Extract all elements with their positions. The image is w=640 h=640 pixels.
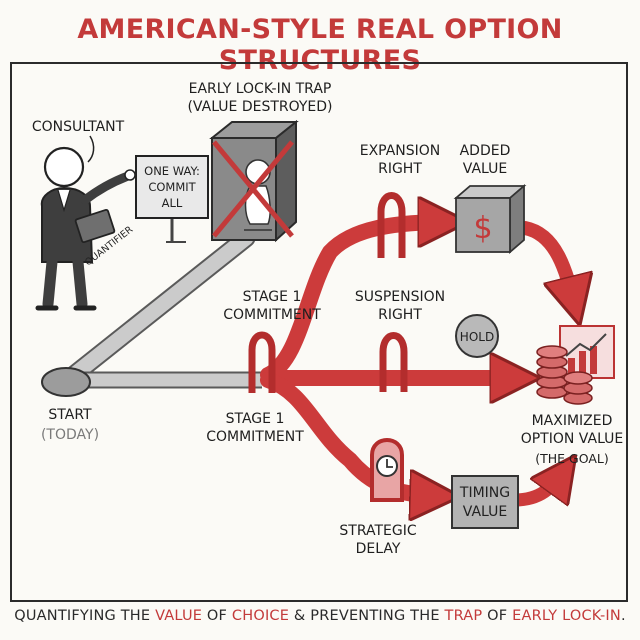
start-node [41,367,91,397]
start-label: START [48,407,92,423]
footer-text: OF [482,608,513,624]
expansion-label-1: EXPANSION [359,143,441,159]
page-title: AMERICAN-STYLE REAL OPTION STRUCTURES [77,14,563,76]
timing-value-label-2: VALUE [463,504,507,520]
arrow-added-to-goal [518,221,575,306]
footer-emphasis: TRAP [444,608,483,624]
stage1-top-label-1: STAGE 1 [242,289,302,305]
timing-value-box [451,475,519,529]
trap-cross-icon [212,140,294,238]
footer-text: QUANTIFYING THE [14,608,156,624]
trap-label-2: (VALUE DESTROYED) [187,99,333,115]
maximized-label-2: OPTION VALUE [520,431,624,447]
footer-caption: QUANTIFYING THE VALUE OF CHOICE & PREVEN… [0,608,640,624]
stage1-top-label-2: COMMITMENT [223,307,321,323]
footer-text: & PREVENTING THE [289,608,445,624]
footer-emphasis: VALUE [155,608,203,624]
timing-value-label-1: TIMING [459,485,510,501]
tablet-icon [74,208,116,244]
consultant-figure [35,146,136,311]
suspension-label-1: SUSPENSION [354,289,446,305]
footer-emphasis: EARLY LOCK-IN [512,608,621,624]
strategic-label-2: DELAY [355,541,401,557]
road-to-trap [60,228,256,388]
timer-gate-icon [370,438,404,502]
added-value-label-1: ADDED [459,143,511,159]
arrow-timing-to-goal [508,470,565,507]
expansion-label-2: RIGHT [378,161,422,177]
speech-tick [87,135,95,163]
goal-chart-icon [559,325,615,379]
stage1-bottom-label-1: STAGE 1 [225,411,285,427]
stage1-gate-icon [248,331,276,393]
sign-text-2: COMMIT [148,180,196,194]
expansion-gate-icon [377,192,406,258]
suspension-gate-icon [379,332,408,392]
dollar-sign: $ [473,211,492,246]
maximized-label-3: (THE GOAL) [535,451,609,466]
trap-label-1: EARLY LOCK-IN TRAP [188,81,332,97]
arrow-delay [260,372,440,496]
consultant-label: CONSULTANT [31,119,125,135]
strategic-label-1: STRATEGIC [339,523,417,539]
footer-text: . [620,608,626,624]
footer-emphasis: CHOICE [231,608,290,624]
maximized-label-1: MAXIMIZED [531,413,613,429]
hold-circle [455,314,499,358]
coin-stack-icon [536,345,593,405]
sign-text-3: ALL [162,196,183,210]
sign-text-1: ONE WAY: [144,164,200,178]
added-value-box-icon [453,184,527,254]
one-way-sign [135,155,209,243]
today-label: (TODAY) [40,427,100,443]
footer-text: OF [202,608,232,624]
added-value-label-2: VALUE [462,161,508,177]
stage1-bottom-label-2: COMMITMENT [206,429,304,445]
suspension-label-2: RIGHT [378,307,422,323]
hold-label: HOLD [460,330,494,344]
